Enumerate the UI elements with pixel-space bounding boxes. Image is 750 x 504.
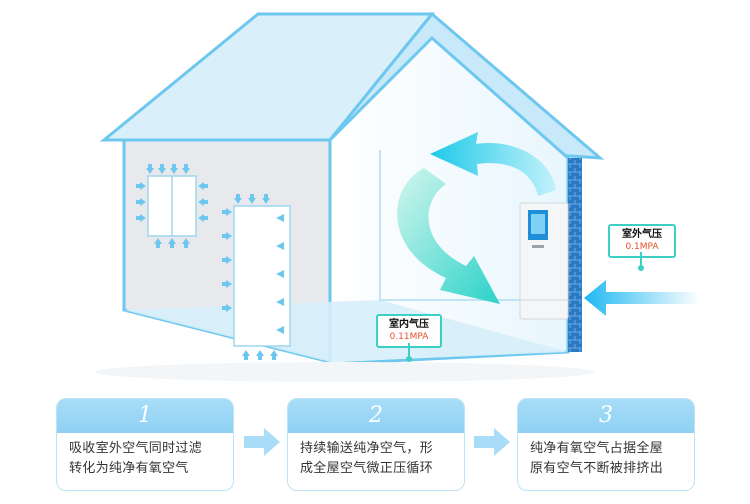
window-air-arrows: [136, 164, 208, 248]
step-arrow-icon: [244, 428, 280, 456]
outdoor-pressure-value: 0.1MPA: [625, 241, 659, 252]
step-card-2: 2 持续输送纯净空气，形 成全屋空气微正压循环: [287, 398, 465, 491]
outdoor-pressure-pin: [638, 252, 644, 271]
house-airflow-diagram: [95, 11, 700, 382]
step-card-3: 3 纯净有氧空气占据全屋 原有空气不断被排挤出: [517, 398, 695, 491]
step-text-line: 成全屋空气微正压循环: [300, 461, 434, 476]
air-purifier-unit: [519, 202, 569, 320]
outdoor-air-arrow: [584, 280, 700, 316]
indoor-pressure-value: 0.11MPA: [389, 331, 429, 342]
step-text-line: 原有空气不断被排挤出: [530, 461, 664, 476]
top-flow-arrow: [430, 132, 556, 196]
indoor-pressure-title: 室内气压: [389, 319, 429, 330]
outdoor-pressure-title: 室外气压: [622, 229, 662, 240]
step-card-1: 1 吸收室外空气同时过滤 转化为纯净有氧空气: [56, 398, 234, 491]
brick-wall: [568, 158, 582, 352]
step-number: 2: [288, 399, 464, 433]
door-air-arrows: [222, 194, 284, 360]
step-description: 纯净有氧空气占据全屋 原有空气不断被排挤出: [518, 433, 694, 479]
bottom-flow-arrow: [397, 168, 500, 304]
step-text-line: 转化为纯净有氧空气: [69, 461, 189, 476]
step-number: 1: [57, 399, 233, 433]
step-description: 持续输送纯净空气，形 成全屋空气微正压循环: [288, 433, 464, 479]
step-description: 吸收室外空气同时过滤 转化为纯净有氧空气: [57, 433, 233, 479]
step-text-line: 吸收室外空气同时过滤: [69, 441, 203, 456]
step-number: 3: [518, 399, 694, 433]
indoor-pressure-pin: [406, 343, 412, 362]
step-text-line: 纯净有氧空气占据全屋: [530, 441, 664, 456]
window: [147, 175, 197, 237]
step-text-line: 持续输送纯净空气，形: [300, 441, 434, 456]
step-arrow-icon: [474, 428, 510, 456]
